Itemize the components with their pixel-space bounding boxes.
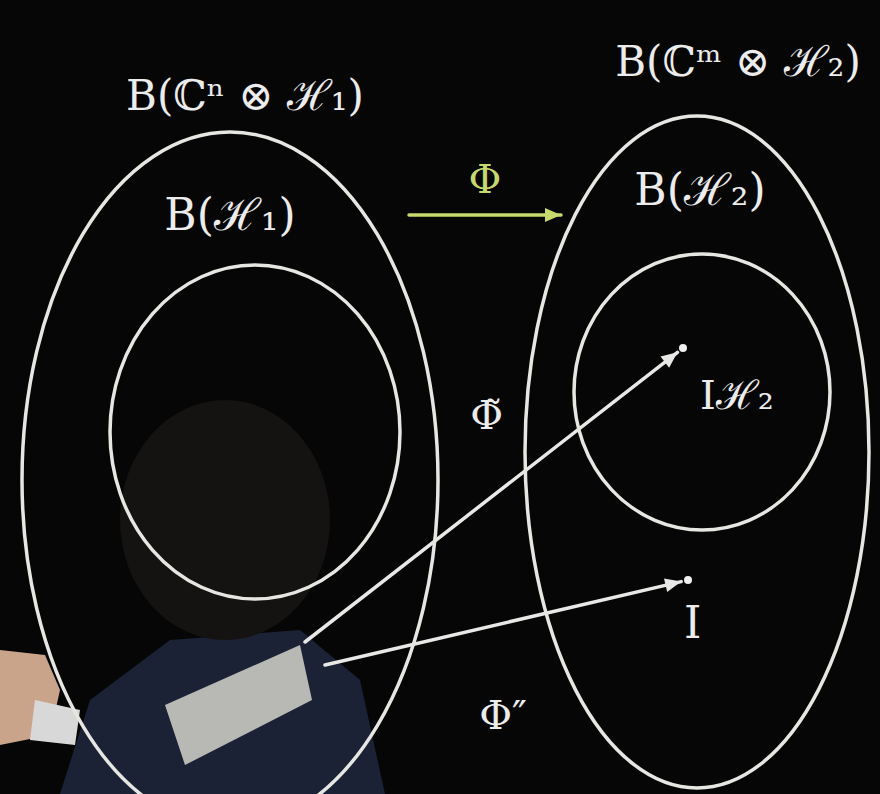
point-dot [679, 344, 687, 352]
chalk-ellipse [110, 265, 400, 599]
map-label: Φ̃ [467, 393, 506, 437]
set-label: B(ℂⁿ ⊗ ℋ₁) [126, 72, 364, 120]
connector-line [409, 213, 561, 217]
node-outline [565, 160, 840, 540]
inner-set-ellipse: B(ℋ₁) [110, 185, 405, 610]
set-label: B(ℋ₁) [164, 190, 295, 241]
set-label: B(ℋ₂) [634, 165, 765, 216]
connector-line [325, 582, 681, 665]
point-element: I [678, 568, 738, 688]
inner-set-ellipse: B(ℋ₂) Iℋ₂ [565, 160, 840, 540]
chalk-ellipse [525, 116, 869, 788]
point-label: I [684, 598, 701, 649]
arrow-connector [325, 578, 681, 665]
set-label: B(ℂᵐ ⊗ ℋ₂) [615, 38, 861, 86]
arrow-head [545, 208, 561, 222]
node-outline [20, 70, 440, 794]
lecturer-body [60, 630, 385, 794]
outer-set-ellipse: B(ℂᵐ ⊗ ℋ₂) B(ℋ₂) Iℋ₂ I [520, 30, 875, 792]
map-label: Φ [466, 157, 505, 201]
outer-set-ellipse: B(ℂⁿ ⊗ ℋ₁) B(ℋ₁) [20, 70, 440, 794]
point-dot [684, 576, 692, 584]
node-outline [520, 30, 875, 792]
node-outline [110, 185, 405, 610]
chalk-ellipse [574, 254, 830, 530]
arrow-head [664, 578, 681, 592]
point-element: Iℋ₂ [672, 336, 792, 446]
chalk-ellipse [22, 132, 438, 794]
arrow-connector [409, 208, 561, 222]
map-label: Φ″ [476, 693, 530, 737]
arrow-head [661, 352, 678, 367]
lecturer-collar [165, 645, 312, 765]
lecturer-head [120, 400, 330, 640]
point-label: Iℋ₂ [700, 372, 774, 418]
